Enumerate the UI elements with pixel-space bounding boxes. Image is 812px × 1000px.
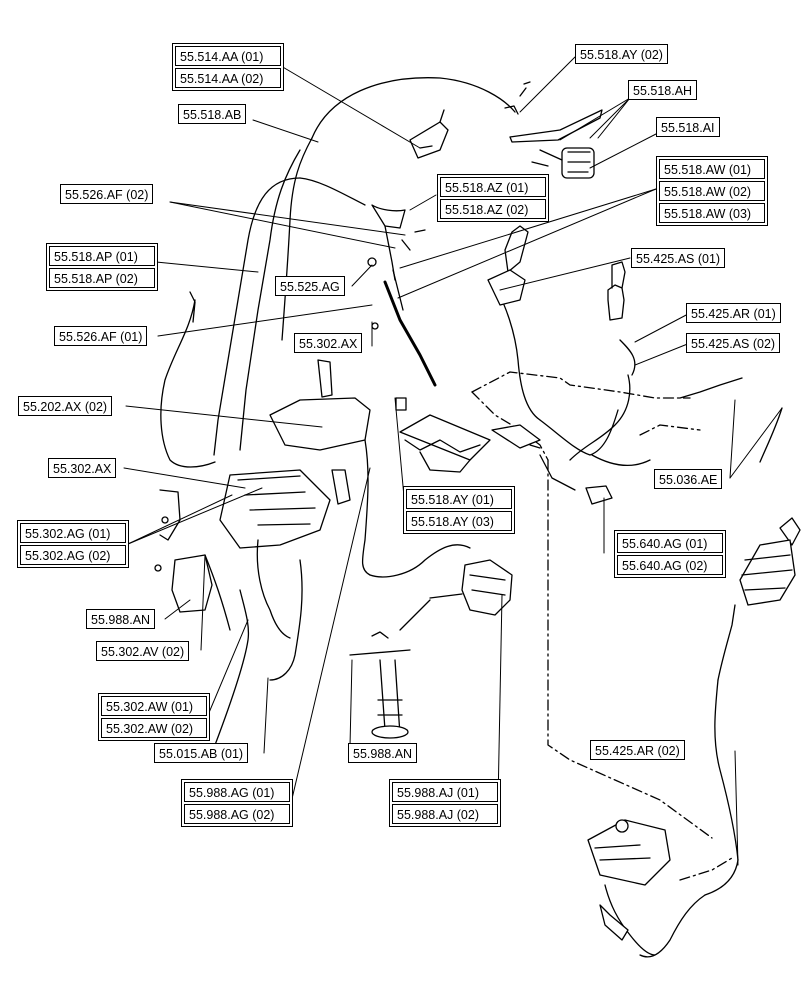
part-label: 55.988.AG (01) xyxy=(184,782,290,802)
part-label: 55.302.AG (01) xyxy=(20,523,126,543)
callout-55-988-AN-left: 55.988.AN xyxy=(86,609,156,629)
ground-control-unit xyxy=(587,819,671,956)
part-label: 55.518.AY (01) xyxy=(406,489,512,509)
part-label: 55.518.AP (02) xyxy=(49,268,155,288)
right-joystick xyxy=(639,517,801,958)
callout-55-525-AG: 55.525.AG xyxy=(275,276,345,296)
part-label: 55.988.AG (02) xyxy=(184,804,290,824)
callout-55-015-AB-01: 55.015.AB (01) xyxy=(154,743,249,763)
rear-wiper-motor xyxy=(504,81,603,179)
part-label: 55.988.AJ (01) xyxy=(392,782,498,802)
part-label: 55.518.AW (03) xyxy=(659,203,765,223)
callout-55-425-AS-01: 55.425.AS (01) xyxy=(631,248,726,268)
callout-55-425-AS-02: 55.425.AS (02) xyxy=(686,333,781,353)
roof-console xyxy=(409,109,449,159)
front-wiper-arm xyxy=(367,204,437,387)
part-label: 55.518.AY (03) xyxy=(406,511,512,531)
callout-55-518-AY: 55.518.AY (01) 55.518.AY (03) xyxy=(403,486,515,534)
part-label: 55.640.AG (02) xyxy=(617,555,723,575)
part-label: 55.514.AA (01) xyxy=(175,46,281,66)
callout-55-302-AX-left: 55.302.AX xyxy=(48,458,117,478)
callout-55-518-AW: 55.518.AW (01) 55.518.AW (02) 55.518.AW … xyxy=(656,156,768,226)
callout-55-518-AZ: 55.518.AZ (01) 55.518.AZ (02) xyxy=(437,174,549,222)
callout-55-640-AG: 55.640.AG (01) 55.640.AG (02) xyxy=(614,530,726,578)
main-harness xyxy=(154,359,471,746)
connector-blocks xyxy=(395,397,613,505)
part-label: 55.640.AG (01) xyxy=(617,533,723,553)
callout-55-526-AF-01: 55.526.AF (01) xyxy=(54,326,148,346)
cab-roof-harness xyxy=(160,77,516,468)
callout-55-518-AH: 55.518.AH xyxy=(628,80,698,100)
callout-55-302-AV-02: 55.302.AV (02) xyxy=(96,641,190,661)
part-label: 55.518.AZ (02) xyxy=(440,199,546,219)
callout-55-425-AR-01: 55.425.AR (01) xyxy=(686,303,781,323)
part-label: 55.518.AW (02) xyxy=(659,181,765,201)
part-label: 55.514.AA (02) xyxy=(175,68,281,88)
callout-55-036-AE: 55.036.AE xyxy=(654,469,723,489)
callout-55-518-AY-02: 55.518.AY (02) xyxy=(575,44,668,64)
callout-55-988-AJ: 55.988.AJ (01) 55.988.AJ (02) xyxy=(389,779,501,827)
part-label: 55.518.AW (01) xyxy=(659,159,765,179)
part-label: 55.518.AP (01) xyxy=(49,246,155,266)
callout-55-302-AX-top: 55.302.AX xyxy=(294,333,363,353)
callout-55-988-AN-mid: 55.988.AN xyxy=(348,743,418,763)
callout-55-518-AP: 55.518.AP (01) 55.518.AP (02) xyxy=(46,243,158,291)
callout-55-988-AG: 55.988.AG (01) 55.988.AG (02) xyxy=(181,779,293,827)
callout-55-514-AA: 55.514.AA (01) 55.514.AA (02) xyxy=(172,43,284,91)
part-label: 55.302.AW (02) xyxy=(101,718,207,738)
callout-55-518-AB: 55.518.AB xyxy=(178,104,247,124)
fuel-sender-assembly xyxy=(349,559,513,739)
right-console-harness xyxy=(487,225,783,467)
part-label: 55.988.AJ (02) xyxy=(392,804,498,824)
leader-lines xyxy=(123,56,783,866)
callout-55-202-AX-02: 55.202.AX (02) xyxy=(18,396,113,416)
part-label: 55.302.AW (01) xyxy=(101,696,207,716)
callout-55-302-AG: 55.302.AG (01) 55.302.AG (02) xyxy=(17,520,129,568)
callout-55-518-AI: 55.518.AI xyxy=(656,117,720,137)
callout-55-425-AR-02: 55.425.AR (02) xyxy=(590,740,685,760)
part-label: 55.302.AG (02) xyxy=(20,545,126,565)
callout-55-526-AF-02: 55.526.AF (02) xyxy=(60,184,154,204)
part-label: 55.518.AZ (01) xyxy=(440,177,546,197)
assembly-boundary xyxy=(471,371,733,881)
callout-55-302-AW: 55.302.AW (01) 55.302.AW (02) xyxy=(98,693,210,741)
